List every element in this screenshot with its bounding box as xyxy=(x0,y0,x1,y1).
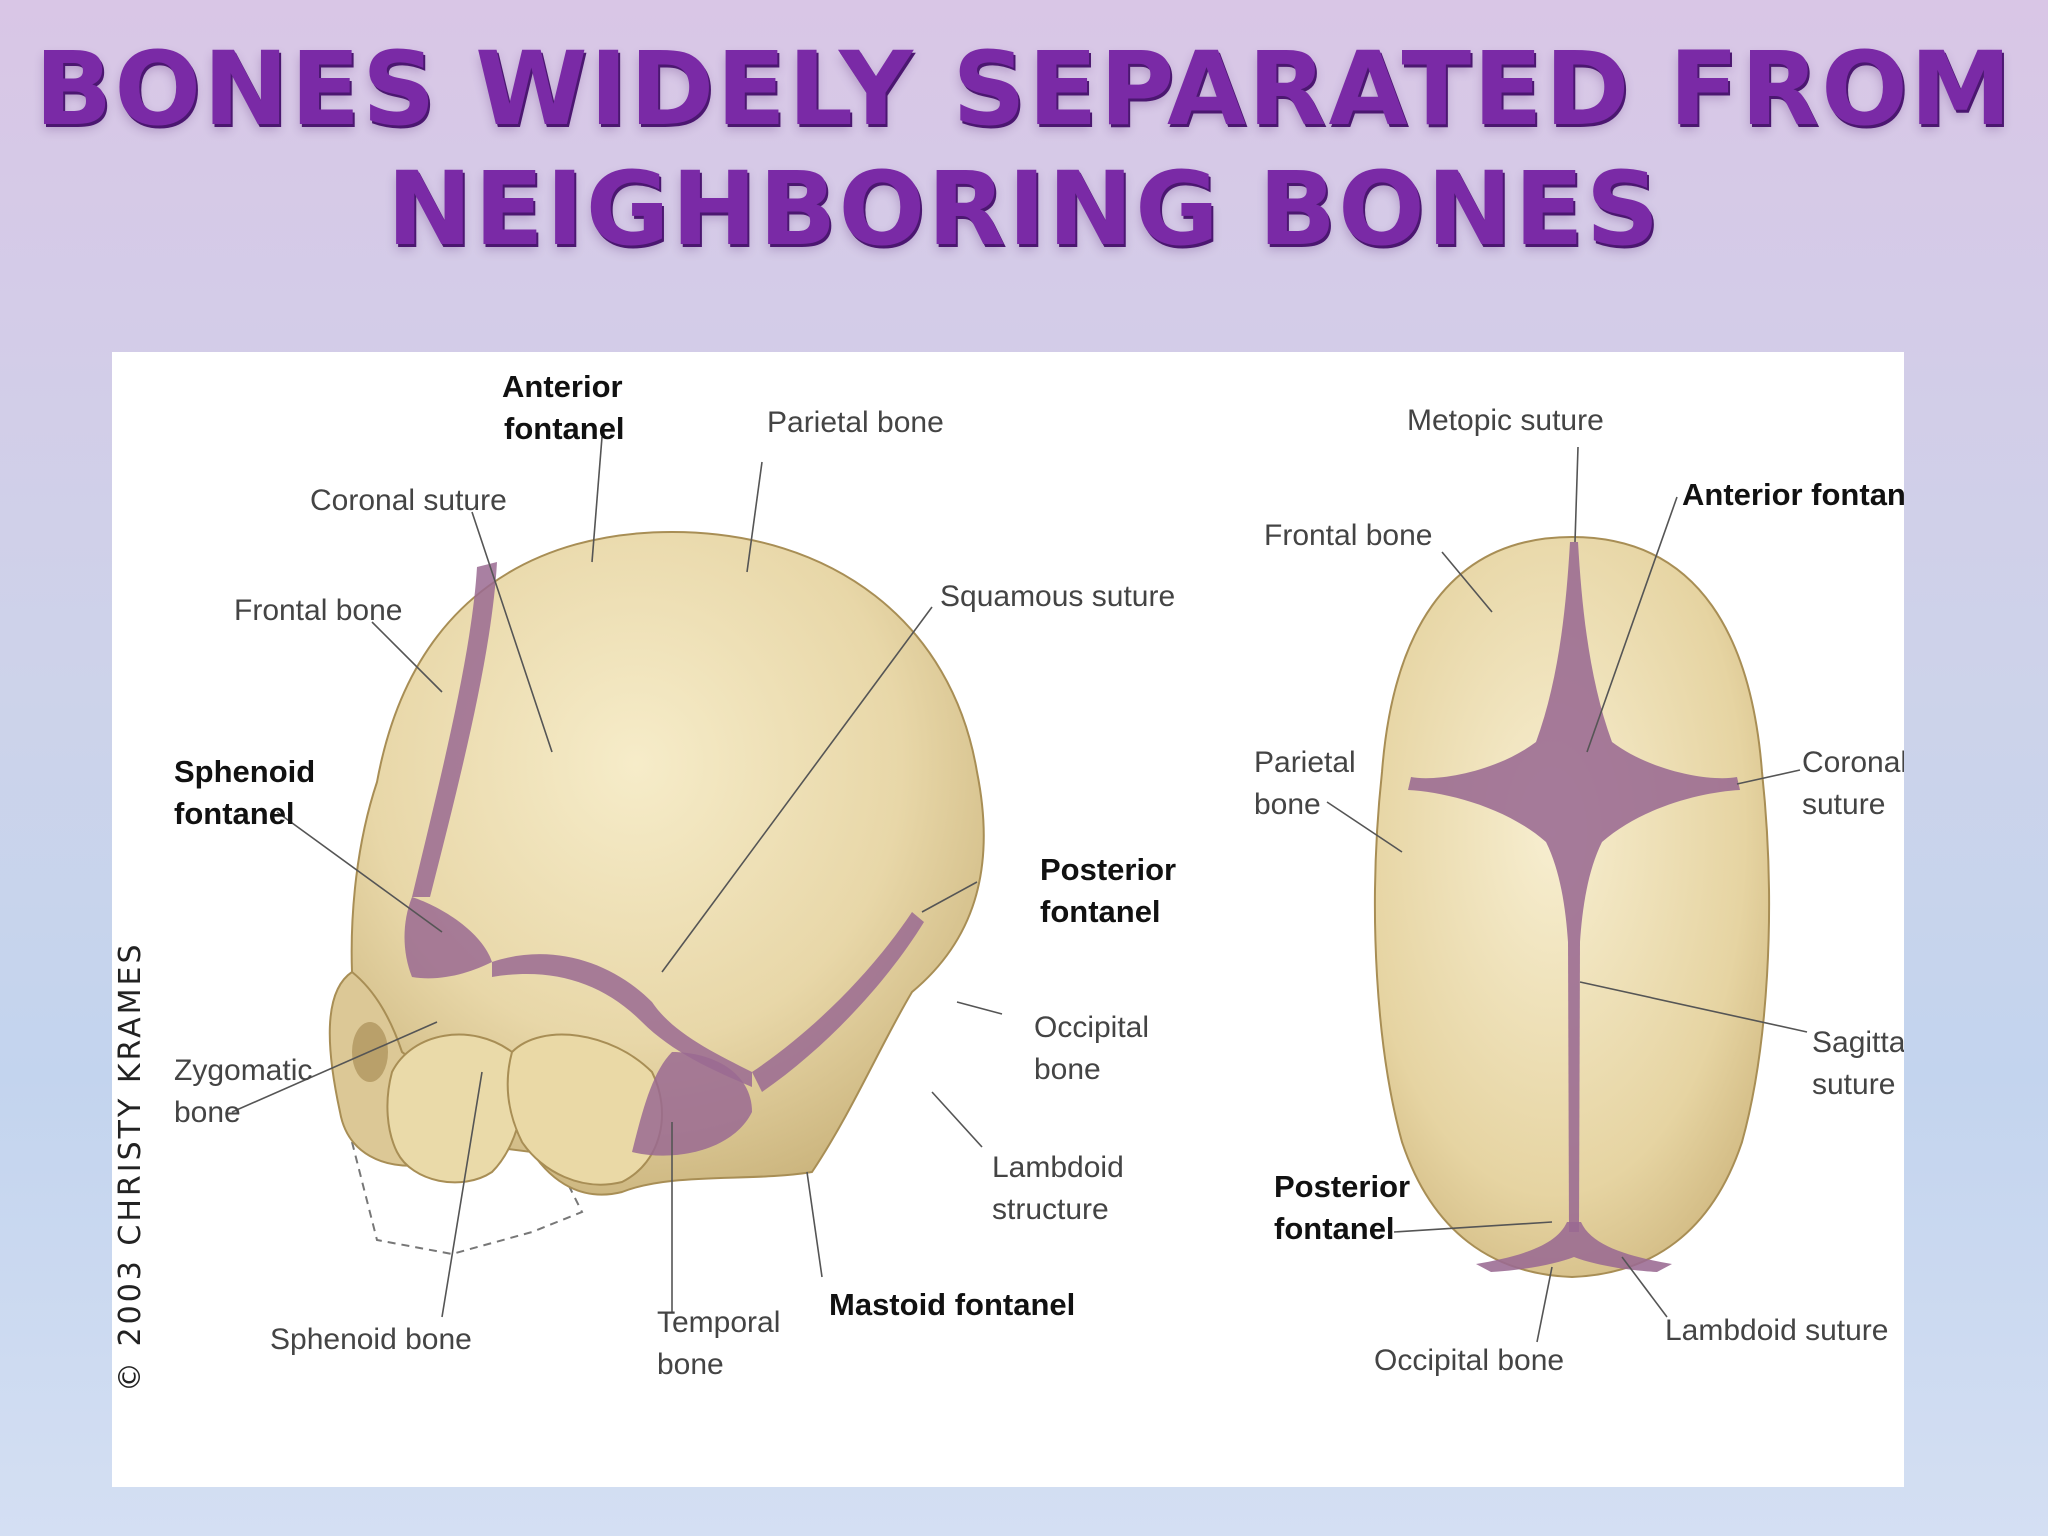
label-superior-sagittal-suture-1: Sagittal xyxy=(1812,1026,1904,1059)
label-superior-parietal-bone-2: bone xyxy=(1254,788,1321,821)
label-lateral-zygomatic-bone-1: Zygomatic xyxy=(174,1054,312,1087)
label-superior-posterior-fontanel-2: fontanel xyxy=(1274,1211,1395,1246)
label-superior-lambdoid-suture: Lambdoid suture xyxy=(1665,1314,1888,1347)
label-superior-sagittal-suture-2: suture xyxy=(1812,1068,1895,1101)
superior-skull-view xyxy=(1373,535,1771,1279)
label-lateral-sphenoid-bone: Sphenoid bone xyxy=(270,1323,472,1356)
label-lateral-posterior-fontanel-2: fontanel xyxy=(1040,894,1161,929)
label-superior-parietal-bone-1: Parietal xyxy=(1254,746,1356,779)
temporal-region xyxy=(506,1033,663,1186)
label-lateral-lambdoid-structure-2: structure xyxy=(992,1193,1109,1226)
label-lateral-temporal-bone-2: bone xyxy=(657,1348,724,1381)
skull-diagram: © 2003 CHRISTY KRAMES xyxy=(113,369,1904,1392)
label-lateral-frontal-bone: Frontal bone xyxy=(234,594,402,627)
lateral-skull-view xyxy=(328,530,985,1256)
lateral-sphenoid-fontanel xyxy=(404,897,492,979)
lateral-lambdoid-suture xyxy=(752,912,924,1092)
label-superior-posterior-fontanel-1: Posterior xyxy=(1274,1169,1410,1204)
label-superior-metopic-suture: Metopic suture xyxy=(1407,404,1604,437)
superior-anterior-fontanel xyxy=(1408,542,1740,942)
label-lateral-temporal-bone-1: Temporal xyxy=(657,1306,780,1339)
label-superior-coronal-suture-1: Coronal xyxy=(1802,746,1904,779)
label-lateral-squamous-suture: Squamous suture xyxy=(940,580,1175,613)
page-title: BONES WIDELY SEPARATED FROM NEIGHBORING … xyxy=(0,30,2048,271)
label-lateral-coronal-suture: Coronal suture xyxy=(310,484,507,517)
copyright-text: © 2003 CHRISTY KRAMES xyxy=(113,941,148,1392)
label-lateral-parietal-bone: Parietal bone xyxy=(767,406,944,439)
label-lateral-anterior-fontanel-1: Anterior xyxy=(502,369,623,404)
label-lateral-occipital-bone-1: Occipital xyxy=(1034,1011,1149,1044)
lateral-leader-lines xyxy=(231,436,1003,1318)
skull-diagram-panel: © 2003 CHRISTY KRAMES xyxy=(112,352,1904,1487)
title-line-2: NEIGHBORING BONES xyxy=(386,150,1662,270)
label-lateral-occipital-bone-2: bone xyxy=(1034,1053,1101,1086)
label-superior-frontal-bone: Frontal bone xyxy=(1264,519,1432,552)
label-superior-anterior-fontanel: Anterior fontanel xyxy=(1682,477,1904,512)
label-lateral-sphenoid-fontanel-1: Sphenoid xyxy=(174,754,315,789)
label-lateral-lambdoid-structure-1: Lambdoid xyxy=(992,1151,1124,1184)
mandible-outline xyxy=(351,1131,584,1256)
label-lateral-sphenoid-fontanel-2: fontanel xyxy=(174,796,295,831)
zygomatic-region xyxy=(386,1033,524,1184)
label-lateral-zygomatic-bone-2: bone xyxy=(174,1096,241,1129)
lateral-coronal-suture xyxy=(412,562,497,897)
lateral-mastoid-fontanel xyxy=(632,1052,752,1156)
superior-leader-lines xyxy=(1326,446,1808,1343)
superior-sagittal-suture xyxy=(1568,942,1580,1232)
label-lateral-posterior-fontanel-1: Posterior xyxy=(1040,852,1176,887)
label-superior-coronal-suture-2: suture xyxy=(1802,788,1885,821)
lateral-labels: Anterior fontanel Parietal bone Coronal … xyxy=(174,369,1176,1381)
title-line-1: BONES WIDELY SEPARATED FROM xyxy=(34,30,2014,149)
label-lateral-anterior-fontanel-2: fontanel xyxy=(504,411,625,446)
label-superior-occipital-bone: Occipital bone xyxy=(1374,1344,1564,1377)
label-lateral-mastoid-fontanel: Mastoid fontanel xyxy=(829,1287,1075,1322)
superior-labels: Metopic suture Anterior fontanel Frontal… xyxy=(1254,404,1904,1377)
